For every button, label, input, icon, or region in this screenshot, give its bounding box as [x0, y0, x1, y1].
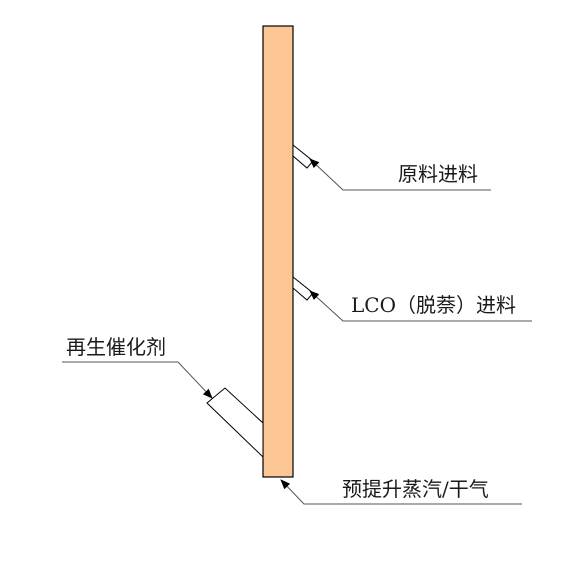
lco-feed-label: LCO（脱萘）进料: [351, 293, 516, 317]
lco-leader-line: [309, 290, 532, 322]
prelift-leader-line: [280, 479, 522, 505]
catalyst-leader-line: [62, 361, 213, 399]
prelift-label: 预提升蒸汽/干气: [342, 477, 489, 501]
lco-nozzle: [292, 275, 314, 301]
feed-leader-line: [309, 158, 491, 191]
feed-label: 原料进料: [398, 162, 478, 186]
regenerated-catalyst-pipe: [206, 387, 264, 459]
feed-nozzle: [292, 143, 314, 169]
regenerated-catalyst-label: 再生催化剂: [66, 335, 166, 359]
riser-tube: [262, 25, 294, 478]
